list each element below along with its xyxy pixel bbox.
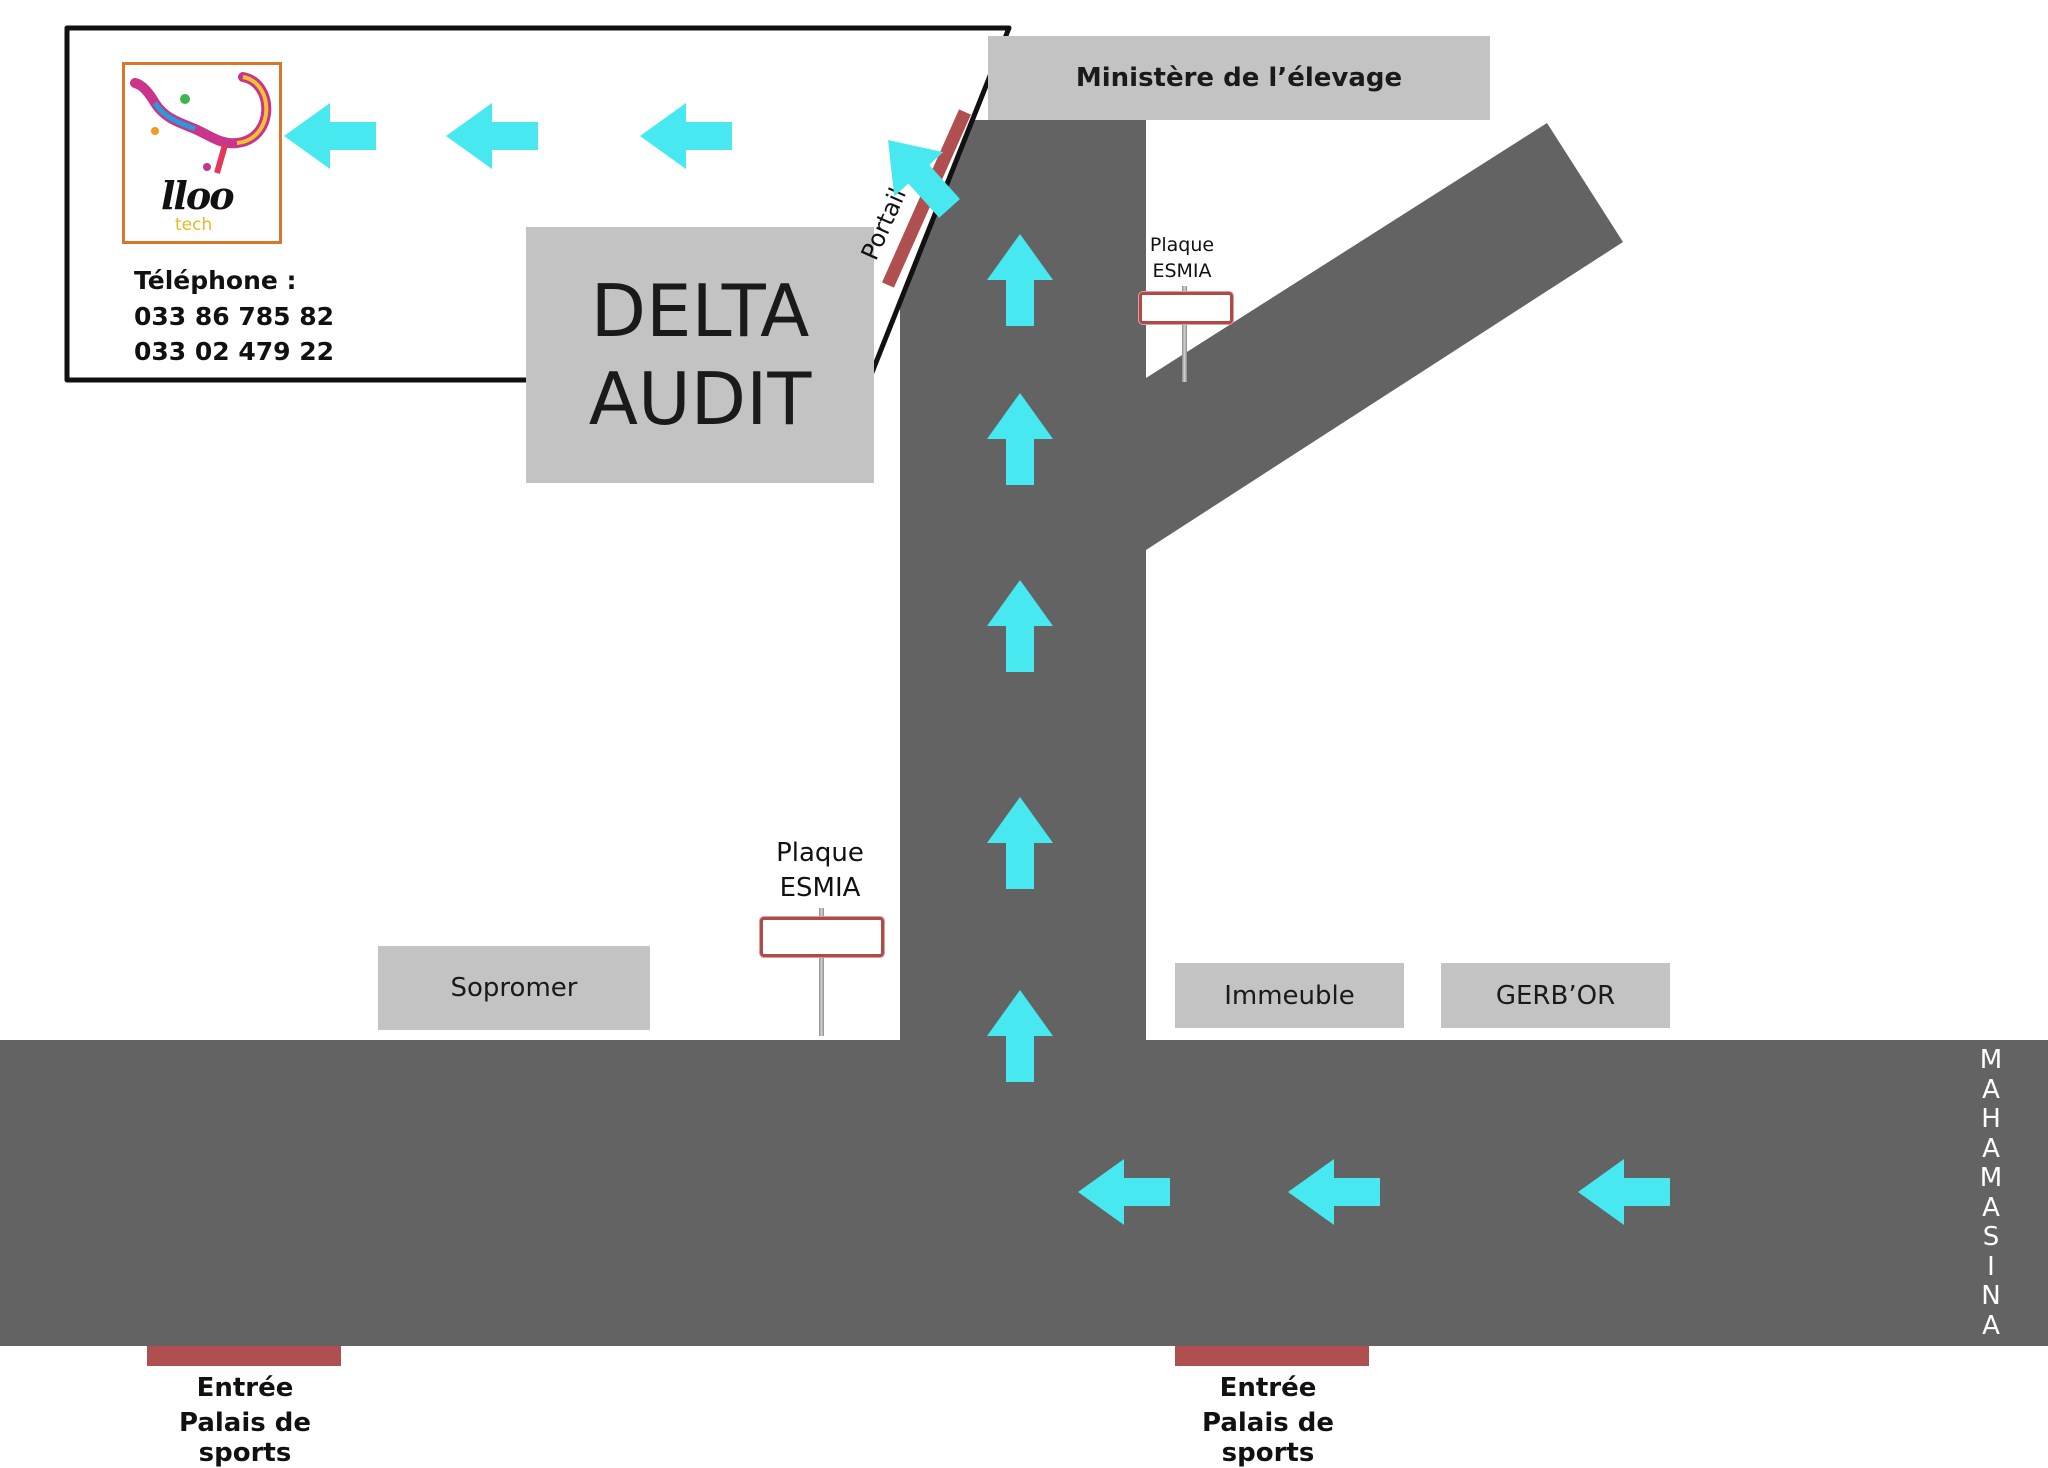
sign-top-line2: ESMIA <box>1152 260 1212 282</box>
entry-bar-left <box>147 1346 341 1366</box>
gecko-logo-icon <box>130 72 272 174</box>
sign-top-pole <box>1182 286 1187 382</box>
arrow-icon <box>987 797 1053 889</box>
building-sopromer-label: Sopromer <box>450 973 578 1003</box>
arrow-icon <box>1578 1159 1670 1225</box>
arrow-icon <box>987 234 1053 326</box>
sign-bottom-line1: Plaque <box>776 838 864 868</box>
sign-bottom-pole <box>819 908 824 1036</box>
building-immeuble-label: Immeuble <box>1224 980 1355 1011</box>
arrow-icon <box>987 580 1053 672</box>
phone-number-2: 033 02 479 22 <box>134 337 335 366</box>
company-logo: lloo tech <box>122 62 282 244</box>
building-ministere: Ministère de l’élevage <box>988 36 1490 120</box>
logo-subtext: tech <box>175 215 213 235</box>
sign-bottom-line2: ESMIA <box>779 873 861 903</box>
delta-audit-line1: DELTA <box>590 269 810 353</box>
main-road-mahamasina <box>0 1040 2048 1346</box>
street-name-mahamasina: M A H A M A S I N A <box>1979 1045 2003 1341</box>
entry-right-line1: Entrée <box>1219 1373 1317 1403</box>
arrow-icon <box>987 990 1053 1082</box>
entry-left-line1: Entrée <box>196 1373 294 1403</box>
phone-label: Téléphone : <box>134 266 297 295</box>
arrow-icon <box>1078 1159 1170 1225</box>
sign-top-line1: Plaque <box>1149 234 1215 256</box>
arrow-icon <box>987 393 1053 485</box>
building-immeuble: Immeuble <box>1175 963 1404 1028</box>
sign-bottom-plate <box>760 917 884 957</box>
logo-text: lloo <box>161 173 235 218</box>
building-delta-audit: DELTA AUDIT <box>526 227 874 483</box>
delta-audit-line2: AUDIT <box>588 357 812 441</box>
entry-bar-right <box>1175 1346 1369 1366</box>
sign-top-plate <box>1139 292 1233 324</box>
building-gerbor: GERB’OR <box>1441 963 1670 1028</box>
arrow-icon <box>863 117 975 231</box>
arrow-icon <box>446 103 538 169</box>
phone-number-1: 033 86 785 82 <box>134 302 335 331</box>
arrow-icon <box>1288 1159 1380 1225</box>
building-ministere-label: Ministère de l’élevage <box>1075 63 1403 93</box>
arrow-icon <box>640 103 732 169</box>
building-gerbor-label: GERB’OR <box>1495 980 1616 1011</box>
building-sopromer: Sopromer <box>378 946 650 1030</box>
arrow-icon <box>284 103 376 169</box>
